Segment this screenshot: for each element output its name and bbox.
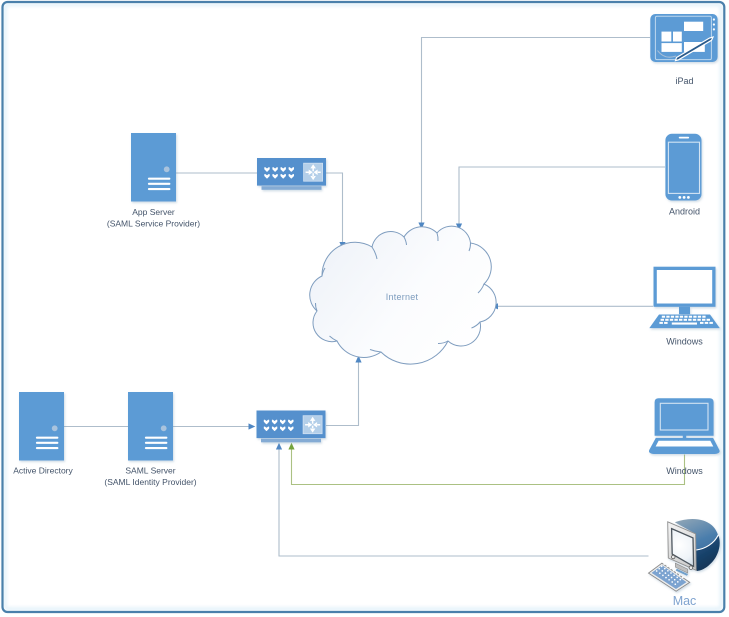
svg-text:Mac: Mac xyxy=(673,594,697,608)
svg-text:Internet: Internet xyxy=(386,292,419,302)
svg-text:(SAML Identity Provider): (SAML Identity Provider) xyxy=(104,477,196,487)
svg-text:Android: Android xyxy=(669,207,700,217)
svg-text:(SAML Service Provider): (SAML Service Provider) xyxy=(107,219,200,229)
svg-text:Windows: Windows xyxy=(666,466,703,476)
svg-text:SAML Server: SAML Server xyxy=(125,466,175,476)
svg-text:Windows: Windows xyxy=(666,337,703,347)
svg-text:Active Directory: Active Directory xyxy=(13,466,73,476)
svg-text:iPad: iPad xyxy=(675,76,693,86)
svg-text:App Server: App Server xyxy=(132,207,175,217)
